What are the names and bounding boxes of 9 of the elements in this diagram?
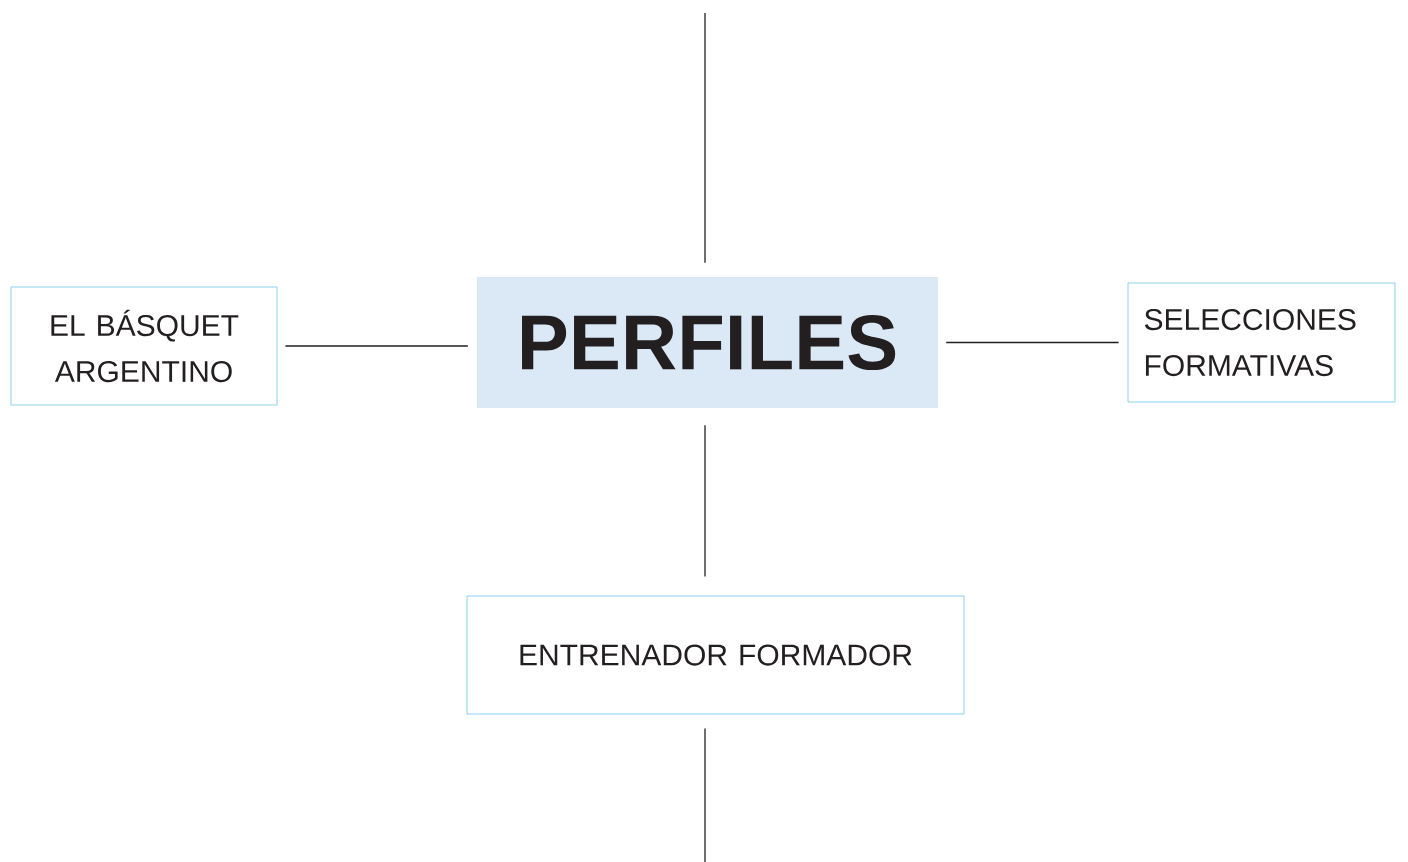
title-box: PERFILES: [477, 277, 938, 408]
connector-line: [284, 345, 469, 347]
connector-line: [704, 727, 706, 862]
topic-box: ENTRENADOR FORMADOR: [466, 595, 965, 715]
connector-line: [945, 341, 1120, 344]
topic-box: EL BÁSQUET ARGENTINO: [10, 286, 278, 406]
topic-box: SELECCIONES FORMATIVAS: [1127, 282, 1396, 403]
connector-line: [704, 424, 706, 578]
connector-line: [704, 12, 706, 264]
